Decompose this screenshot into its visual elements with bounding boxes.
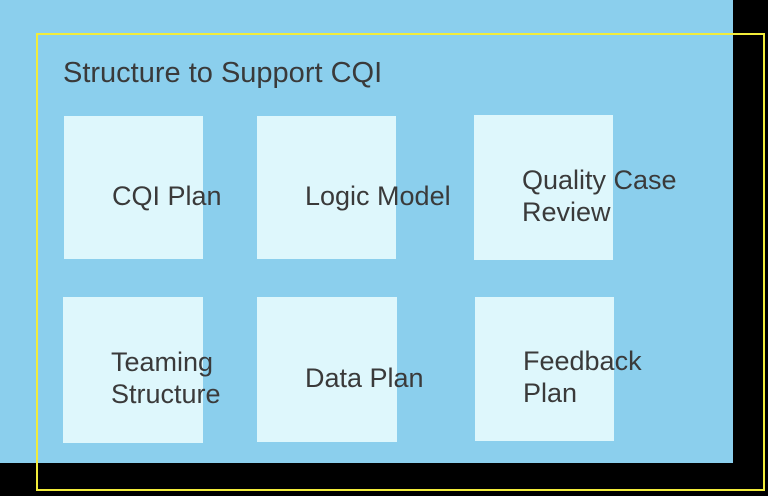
- box-data-plan: Data Plan: [257, 297, 424, 442]
- box-cqi-plan-label: CQI Plan: [112, 180, 222, 211]
- box-logic-model-label: Logic Model: [305, 180, 451, 211]
- box-teaming-structure: Teaming Structure: [63, 297, 221, 443]
- box-feedback-plan-label: Feedback Plan: [523, 346, 642, 408]
- box-quality-case-review: Quality Case Review: [474, 115, 677, 260]
- box-cqi-plan: CQI Plan: [64, 116, 222, 259]
- box-logic-model: Logic Model: [257, 116, 451, 259]
- box-feedback-plan: Feedback Plan: [475, 297, 642, 441]
- slide-background: Structure to Support CQI CQI Plan Logic …: [0, 0, 733, 463]
- box-data-plan-label: Data Plan: [305, 362, 424, 393]
- box-teaming-structure-label: Teaming Structure: [111, 347, 221, 409]
- box-quality-case-review-label: Quality Case Review: [522, 164, 677, 227]
- slide-title: Structure to Support CQI: [63, 57, 383, 89]
